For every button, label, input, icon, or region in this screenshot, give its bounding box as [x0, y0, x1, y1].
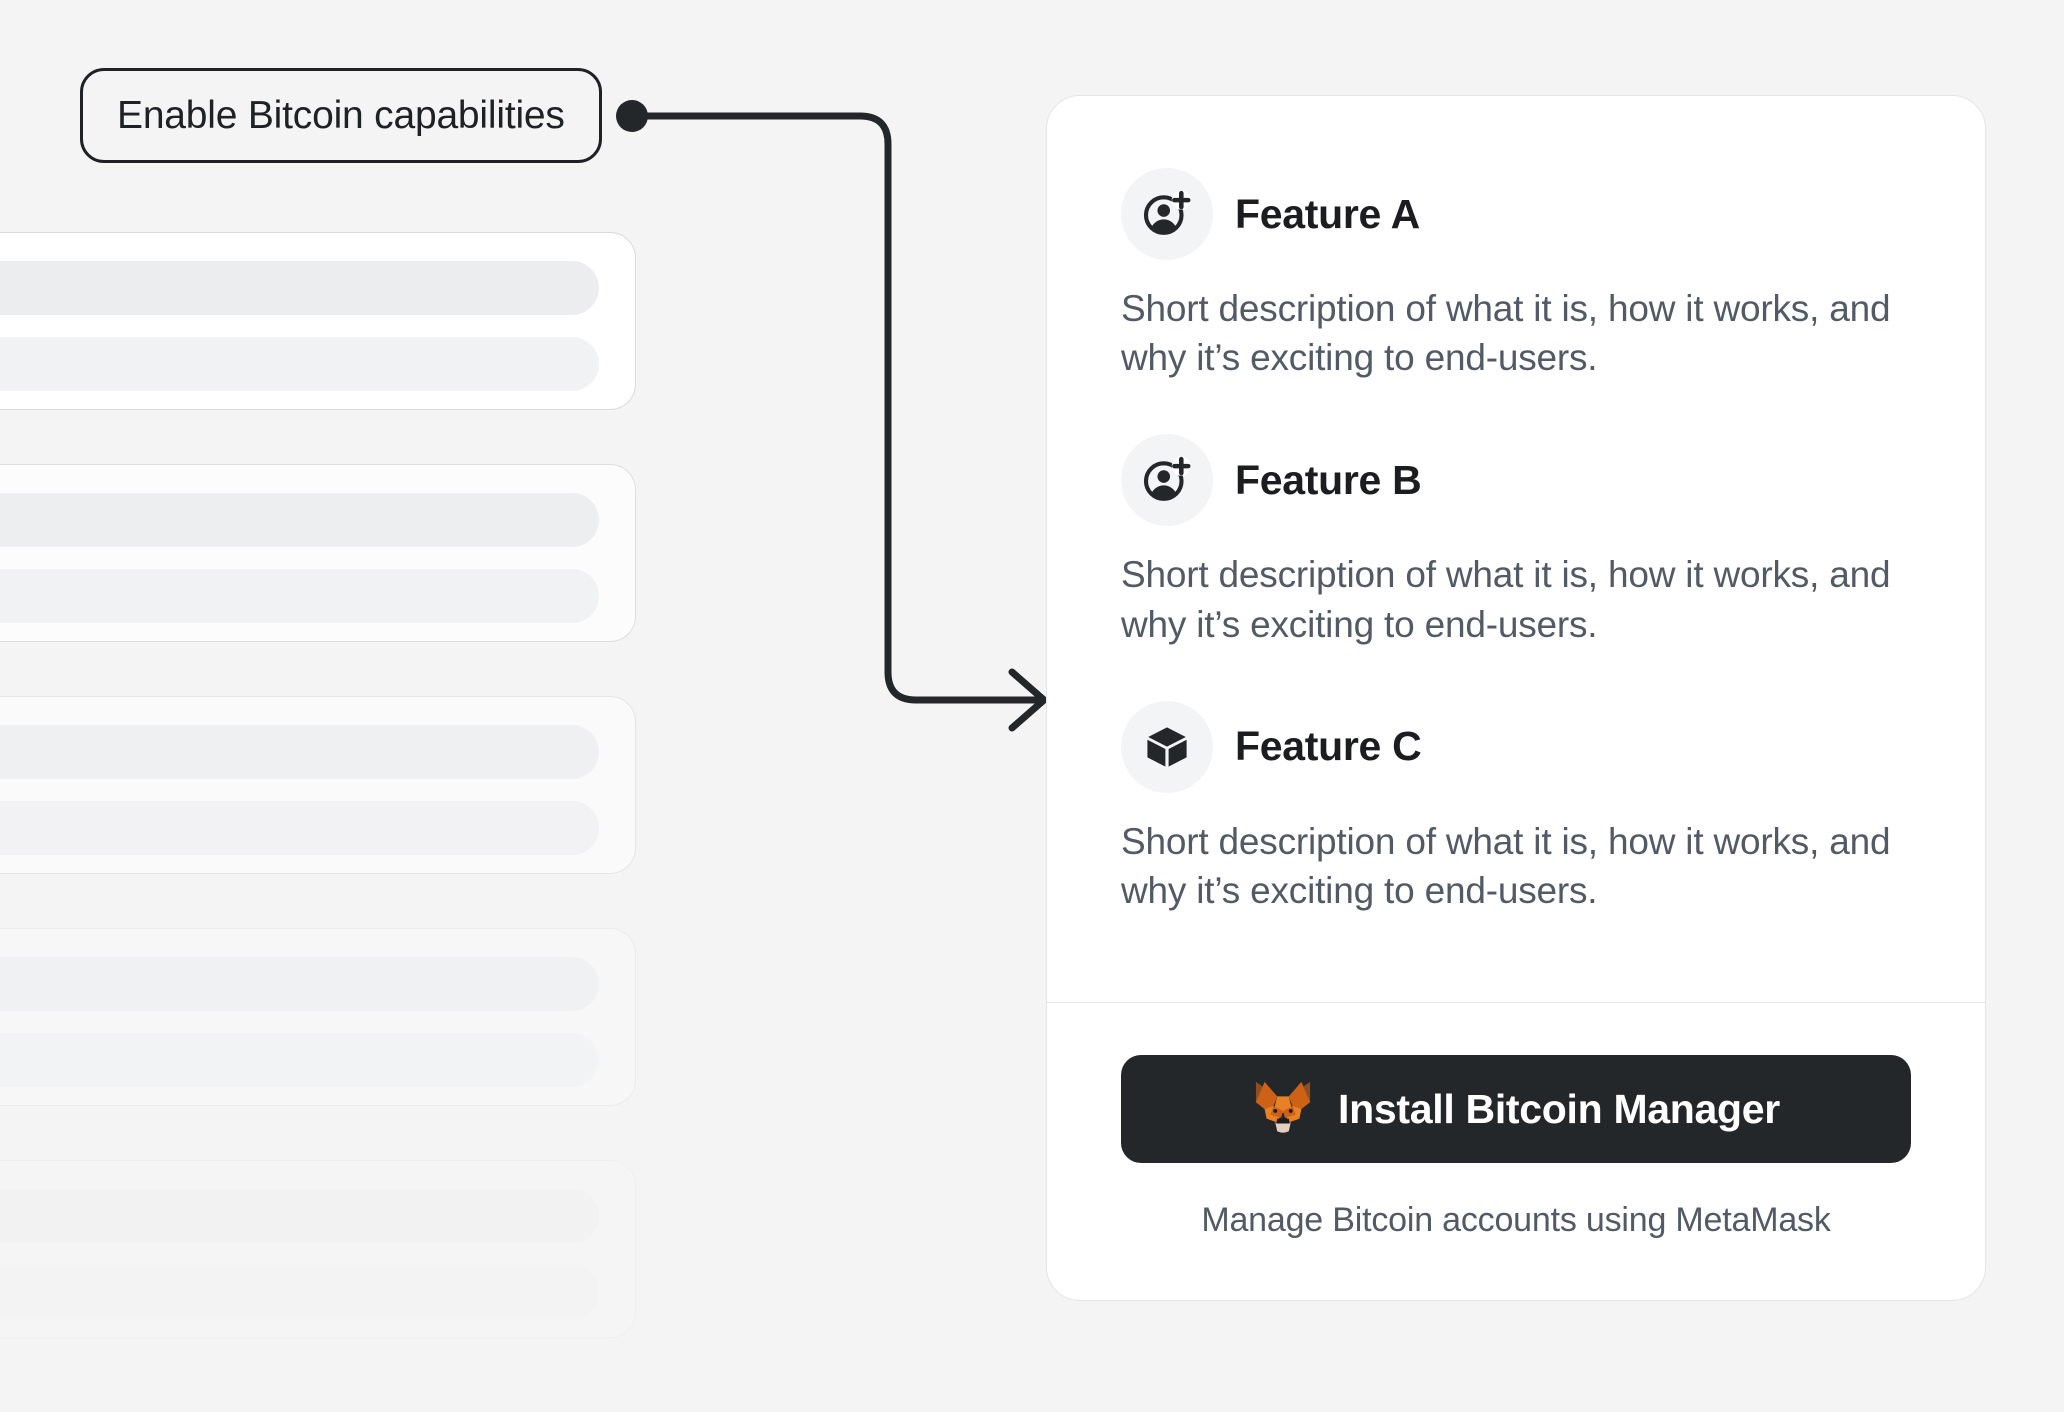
feature-b-description: Short description of what it is, how it … [1121, 554, 1891, 645]
skeleton-bar [0, 1265, 599, 1319]
feature-a-title: Feature A [1235, 190, 1420, 237]
feature-list: Feature A Short description of what it i… [1047, 96, 1985, 956]
skeleton-card [0, 928, 636, 1106]
install-button-label: Install Bitcoin Manager [1338, 1085, 1780, 1132]
skeleton-bar [0, 801, 599, 855]
connector-arrowhead [1008, 668, 1048, 732]
skeleton-bar [0, 1033, 599, 1087]
feature-item-a: Feature A Short description of what it i… [1121, 168, 1911, 382]
feature-c-description: Short description of what it is, how it … [1121, 820, 1891, 912]
skeleton-card [0, 1160, 636, 1338]
bitcoin-feature-card: Feature A Short description of what it i… [1046, 95, 1986, 1301]
cube-icon [1121, 700, 1213, 793]
metamask-fox-icon [1252, 1080, 1314, 1138]
feature-item-b: Feature B Short description of what it i… [1121, 434, 1911, 648]
skeleton-bar [0, 337, 599, 391]
install-bitcoin-manager-button[interactable]: Install Bitcoin Manager [1121, 1055, 1911, 1163]
skeleton-bar [0, 569, 599, 623]
skeleton-bar [0, 493, 599, 547]
feature-a-header: Feature A [1121, 168, 1911, 260]
feature-a-description: Short description of what it is, how it … [1121, 288, 1891, 379]
feature-b-header: Feature B [1121, 434, 1911, 527]
skeleton-card [0, 464, 636, 642]
add-account-icon [1121, 168, 1213, 260]
footer-caption: Manage Bitcoin accounts using MetaMask [1201, 1201, 1831, 1239]
feature-c-title: Feature C [1235, 723, 1422, 770]
card-divider [1047, 1001, 1985, 1003]
annotation-label: Enable Bitcoin capabilities [80, 68, 602, 163]
background-skeleton-list [0, 232, 640, 1412]
feature-b-title: Feature B [1235, 456, 1422, 503]
skeleton-bar [0, 1189, 599, 1243]
feature-item-c: Feature C Short description of what it i… [1121, 700, 1911, 915]
skeleton-bar [0, 957, 599, 1011]
card-footer: Install Bitcoin Manager Manage Bitcoin a… [1047, 1003, 1985, 1300]
skeleton-bar [0, 261, 599, 315]
connector-dot [616, 100, 648, 132]
add-account-icon [1121, 434, 1213, 527]
annotation-label-text: Enable Bitcoin capabilities [117, 93, 565, 137]
connector-path [630, 112, 1040, 704]
skeleton-card [0, 696, 636, 874]
skeleton-bar [0, 725, 599, 779]
skeleton-card [0, 232, 636, 410]
feature-c-header: Feature C [1121, 700, 1911, 793]
